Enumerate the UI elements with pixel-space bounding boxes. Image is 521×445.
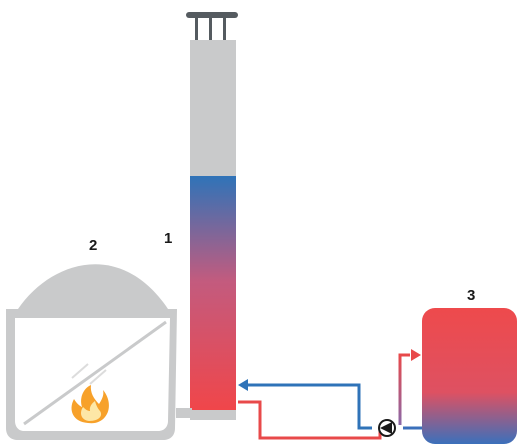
stove-label: 2 [89,237,97,254]
glass-reflection [89,369,107,385]
chimney-cap [186,12,238,40]
return-pipe [238,379,422,430]
tank-label: 3 [467,287,475,304]
pump-icon [378,419,396,437]
stove [6,264,177,440]
chimney-label: 1 [164,230,172,247]
glass-reflection [23,320,167,426]
glass-reflection [71,363,89,379]
storage-tank [422,308,517,444]
flow-pipe [238,349,421,440]
chimney [176,40,236,420]
flame-icon [71,385,109,424]
